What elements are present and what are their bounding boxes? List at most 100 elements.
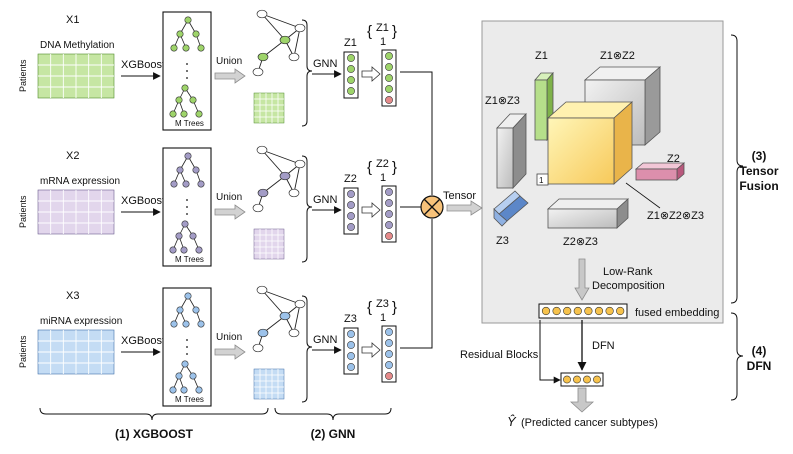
section-2-label: (2) GNN [311,427,356,441]
section-1-label: (1) XGBOOST [115,427,194,441]
patients-label: Patients [18,195,28,228]
data-matrix [37,189,115,235]
section-3-line2: Fusion [739,179,778,193]
y-hat: Ŷ [507,414,517,429]
omics-name: X2 [66,150,79,162]
fused-node [594,306,604,316]
union-graph [252,285,306,353]
z1z2z3-label: Z1⊗Z2⊗Z3 [647,210,704,222]
xgboost-label: XGBoost [121,335,165,347]
z2z3-block [546,198,630,229]
unit-cube [536,173,549,186]
tensor-label: Tensor [443,190,476,202]
patients-label: Patients [18,59,28,92]
data-matrix [37,329,115,375]
z3-block [493,190,529,227]
dfn-brace [730,312,744,401]
xgboost-label: XGBoost [121,59,165,71]
brace-left: { [367,299,372,316]
xgboost-brace [39,407,269,421]
fusion-cube [546,101,634,185]
adjacency-matrix [253,92,285,124]
z-label: Z1 [344,37,357,49]
fused-node [541,306,551,316]
fused-node [552,306,561,316]
section-3-line1: Tensor [739,164,778,178]
gnn-label: GNN [313,334,338,346]
brace-right: } [392,23,397,40]
m-trees-box: M Trees [162,147,212,267]
m-trees-label: M Trees [175,255,204,264]
merge-line-3 [400,219,433,349]
union-arrow [214,344,246,360]
m-trees-label: M Trees [175,119,204,128]
augmented-one-label: 1 [380,312,386,324]
tensor-fusion-visual: 1 [493,66,686,229]
m-trees-label: M Trees [175,395,204,404]
xgboost-label: XGBoost [121,195,165,207]
gnn-bracket [301,19,313,127]
dfn-label: DFN [592,340,615,352]
fused-node [563,306,572,316]
fused-embedding-label: fused embedding [635,307,719,319]
patients-label: Patients [18,335,28,368]
tensor-product-icon [420,195,444,219]
union-label: Union [216,56,242,67]
adjacency-matrix [253,228,285,260]
union-label: Union [216,192,242,203]
predicted-label: (Predicted cancer subtypes) [521,417,658,429]
gnn-brace [274,407,392,421]
fused-embedding-vector [538,303,628,319]
adjacency-matrix [253,368,285,400]
merge-line-1 [400,71,433,195]
z1z3-label: Z1⊗Z3 [485,95,520,107]
dfn-output-vector [560,372,604,387]
tensor-z2-label: Z2 [667,153,680,165]
z-label: Z2 [344,173,357,185]
union-label: Union [216,332,242,343]
section-4-number: (4) [752,344,767,358]
z1z3-block [496,112,527,190]
brace-right: } [392,299,397,316]
brace-left: { [367,23,372,40]
low-rank-arrow [574,258,590,301]
omics-type: DNA Methylation [40,40,114,51]
low-rank-label: Low-Rank [603,266,653,278]
append-arrow [361,66,381,82]
m-trees-box: M Trees [162,287,212,407]
augmented-vector [381,49,397,107]
tensor-fusion-brace [730,34,744,304]
output-node [593,375,601,384]
m-trees-box: M Trees [162,11,212,131]
gnn-bracket [301,295,313,403]
augmented-vector [381,185,397,243]
residual-connection [539,320,561,384]
z-label: Z3 [344,313,357,325]
omics-type: miRNA expression [40,316,122,327]
omics-name: X3 [66,290,79,302]
unit-cube-label: 1 [539,176,544,185]
decomposition-label: Decomposition [592,280,665,292]
augmented-z-label: Z3 [376,298,389,310]
fused-node [605,306,614,316]
union-arrow [214,204,246,220]
z2z3-label: Z2⊗Z3 [563,236,598,248]
z1z2-label: Z1⊗Z2 [600,50,635,62]
tensor-z3-label: Z3 [496,235,509,247]
augmented-one-label: 1 [380,36,386,48]
tensor-arrow [446,200,483,216]
append-arrow [361,202,381,218]
augmented-z-label: Z1 [376,22,389,34]
output-node [573,375,581,384]
z2-block [634,162,686,181]
union-arrow [214,68,246,84]
gnn-label: GNN [313,58,338,70]
augmented-one-label: 1 [380,172,386,184]
gnn-label: GNN [313,194,338,206]
union-graph [252,145,306,213]
section-4-label: DFN [747,359,772,373]
